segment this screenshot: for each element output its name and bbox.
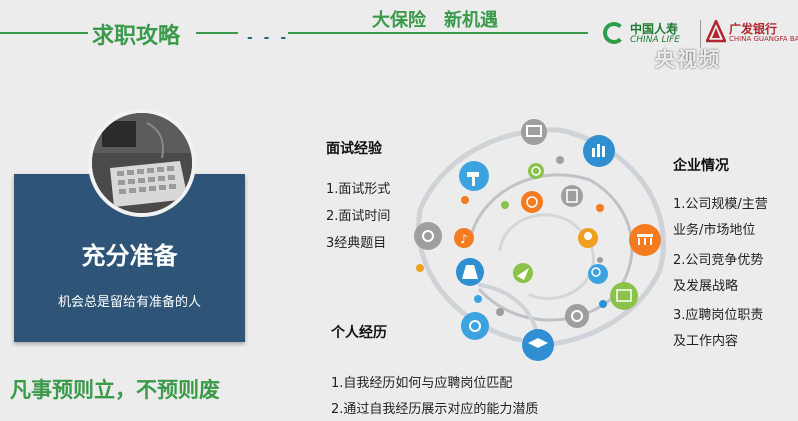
presentation-icon	[521, 119, 547, 145]
svg-text:♪: ♪	[460, 232, 468, 246]
china-life-logo-icon	[603, 22, 625, 44]
cgb-logo-en: CHINA GUANGFA BANK	[729, 35, 798, 43]
header-line-left	[0, 32, 88, 34]
send-icon	[513, 263, 533, 283]
graduation-cap-icon	[522, 329, 554, 361]
company-item: 1.公司规模/主营	[673, 197, 768, 212]
target-icon	[521, 191, 543, 213]
cgb-logo-cn: 广发银行	[729, 22, 778, 36]
header-line-mid	[196, 32, 238, 34]
watermark: 央视频	[655, 47, 721, 71]
gear-icon	[461, 312, 489, 340]
interview-item: 3经典题目	[326, 236, 387, 251]
interview-item: 1.面试形式	[326, 182, 391, 197]
china-life-logo-en: CHINA LIFE	[630, 35, 680, 45]
card-title: 充分准备	[81, 242, 178, 270]
flask-icon	[456, 258, 484, 286]
ring-dots	[416, 156, 607, 316]
logo-separator	[700, 20, 701, 48]
china-life-logo-cn: 中国人寿	[630, 22, 679, 36]
lightbulb-icon	[578, 228, 598, 248]
interview-title: 面试经验	[326, 141, 382, 157]
keyboard-photo	[88, 109, 196, 217]
header-dots: - - -	[247, 30, 290, 46]
gavel-icon	[459, 161, 489, 191]
personal-item: 1.自我经历如何与应聘岗位匹配	[331, 376, 513, 391]
company-title: 企业情况	[673, 158, 729, 174]
calculator-icon	[561, 185, 583, 207]
chart-icon	[583, 135, 615, 167]
company-item: 业务/市场地位	[673, 223, 756, 238]
personal-item: 2.通过自我经历展示对应的能力潜质	[331, 402, 539, 417]
header-line-right	[288, 32, 588, 34]
personal-title: 个人经历	[331, 325, 387, 341]
page-title: 求职攻略	[92, 24, 181, 49]
music-icon: ♪	[454, 228, 474, 248]
company-item: 2.公司竞争优势	[673, 253, 764, 268]
motto: 凡事预则立，不预则废	[10, 378, 220, 402]
interview-item: 2.面试时间	[326, 209, 391, 224]
cgb-logo-icon	[706, 20, 726, 43]
refresh-icon	[565, 304, 589, 328]
slogan: 大保险 新机遇	[372, 10, 498, 31]
card-subtitle: 机会总是留给有准备的人	[57, 295, 201, 310]
company-item: 及工作内容	[673, 334, 739, 349]
settings-icon	[414, 222, 442, 250]
image-icon	[610, 282, 638, 310]
search-icon	[588, 264, 608, 284]
company-item: 及发展战略	[673, 279, 739, 294]
clock-icon	[528, 163, 544, 179]
header-bar: 求职攻略 - - - 大保险 新机遇 中国人寿 CHINA LIFE 广发银行 …	[0, 0, 798, 71]
company-item: 3.应聘岗位职责	[673, 308, 764, 323]
bank-icon	[629, 224, 661, 256]
